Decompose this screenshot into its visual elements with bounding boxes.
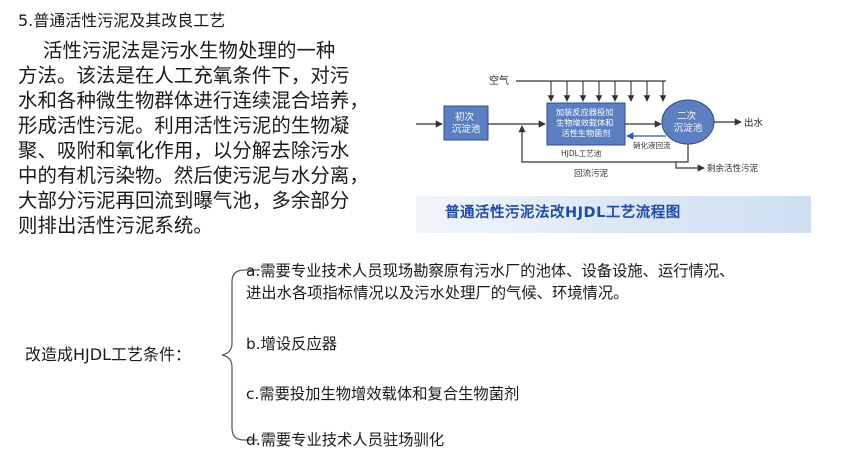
section-title: 5.普通活性污泥及其改良工艺 [18,11,226,30]
nitrate-return-label: 硝化液回流 [633,140,671,150]
air-label: 空气 [489,74,509,87]
process-flow-diagram: 空气 初次 沉淀池 加装反应器投加 生物增效载体和 活性生物菌剂 HJD [416,66,811,233]
conditions-label: 改造成HJDL工艺条件： [25,345,191,364]
caption-band [416,196,811,233]
sludge-return-label: 回流污泥 [574,168,609,179]
paragraph-line: 大部分污泥再回流到曝气池，多余部分 [18,189,350,212]
excess-sludge-line [675,162,705,172]
condition-item-a: a.需要专业技术人员现场勘察原有污水厂的池体、设备设施、运行情况、 进出水各项指… [246,260,734,304]
paragraph-line: 活性污泥法是污水生物处理的一种 [18,39,336,62]
paragraph-line: 中的有机污染物。然后使污泥与水分离， [18,164,369,187]
flow-diagram-svg: 空气 初次 沉淀池 加装反应器投加 生物增效载体和 活性生物菌剂 HJD [416,74,764,179]
paragraph-line: 水和各种微生物群体进行连续混合培养， [18,89,369,112]
paragraph-line: 则排出活性污泥系统。 [18,214,213,237]
condition-item-b: b.增设反应器 [246,335,338,353]
outlet-label: 出水 [744,117,764,129]
condition-item-c: c.需要投加生物增效载体和复合生物菌剂 [246,385,520,403]
intro-paragraph: 活性污泥法是污水生物处理的一种方法。该法是在人工充氧条件下，对污水和各种微生物群… [18,38,390,238]
paragraph-line: 方法。该法是在人工充氧条件下，对污 [18,64,350,87]
excess-sludge-label: 剩余活性污泥 [707,163,759,174]
condition-item-d: d.需要专业技术人员驻场驯化 [246,431,445,449]
reactor-caption: HJDL工艺池 [561,148,602,158]
diagram-caption: 普通活性污泥法改HJDL工艺流程图 [445,205,681,221]
primary-clarifier-box [443,105,489,141]
paragraph-line: 形成活性污泥。利用活性污泥的生物凝 [18,114,350,137]
sludge-return-line [518,125,689,163]
condition-a-line-2: 进出水各项指标情况以及污水处理厂的气候、环境情况。 [246,284,629,302]
paragraph-line: 聚、吸附和氧化作用，以分解去除污水 [18,139,350,162]
secondary-clarifier-label: 二次 沉淀池 [674,110,703,134]
primary-clarifier-label: 初次 沉淀池 [452,111,481,135]
air-inlet-arrows [547,81,667,102]
condition-a-line-1: a.需要专业技术人员现场勘察原有污水厂的池体、设备设施、运行情况、 [246,262,735,280]
hjdl-reactor-box [546,102,626,146]
hjdl-reactor-label: 加装反应器投加 生物增效载体和 活性生物菌剂 [556,107,616,138]
